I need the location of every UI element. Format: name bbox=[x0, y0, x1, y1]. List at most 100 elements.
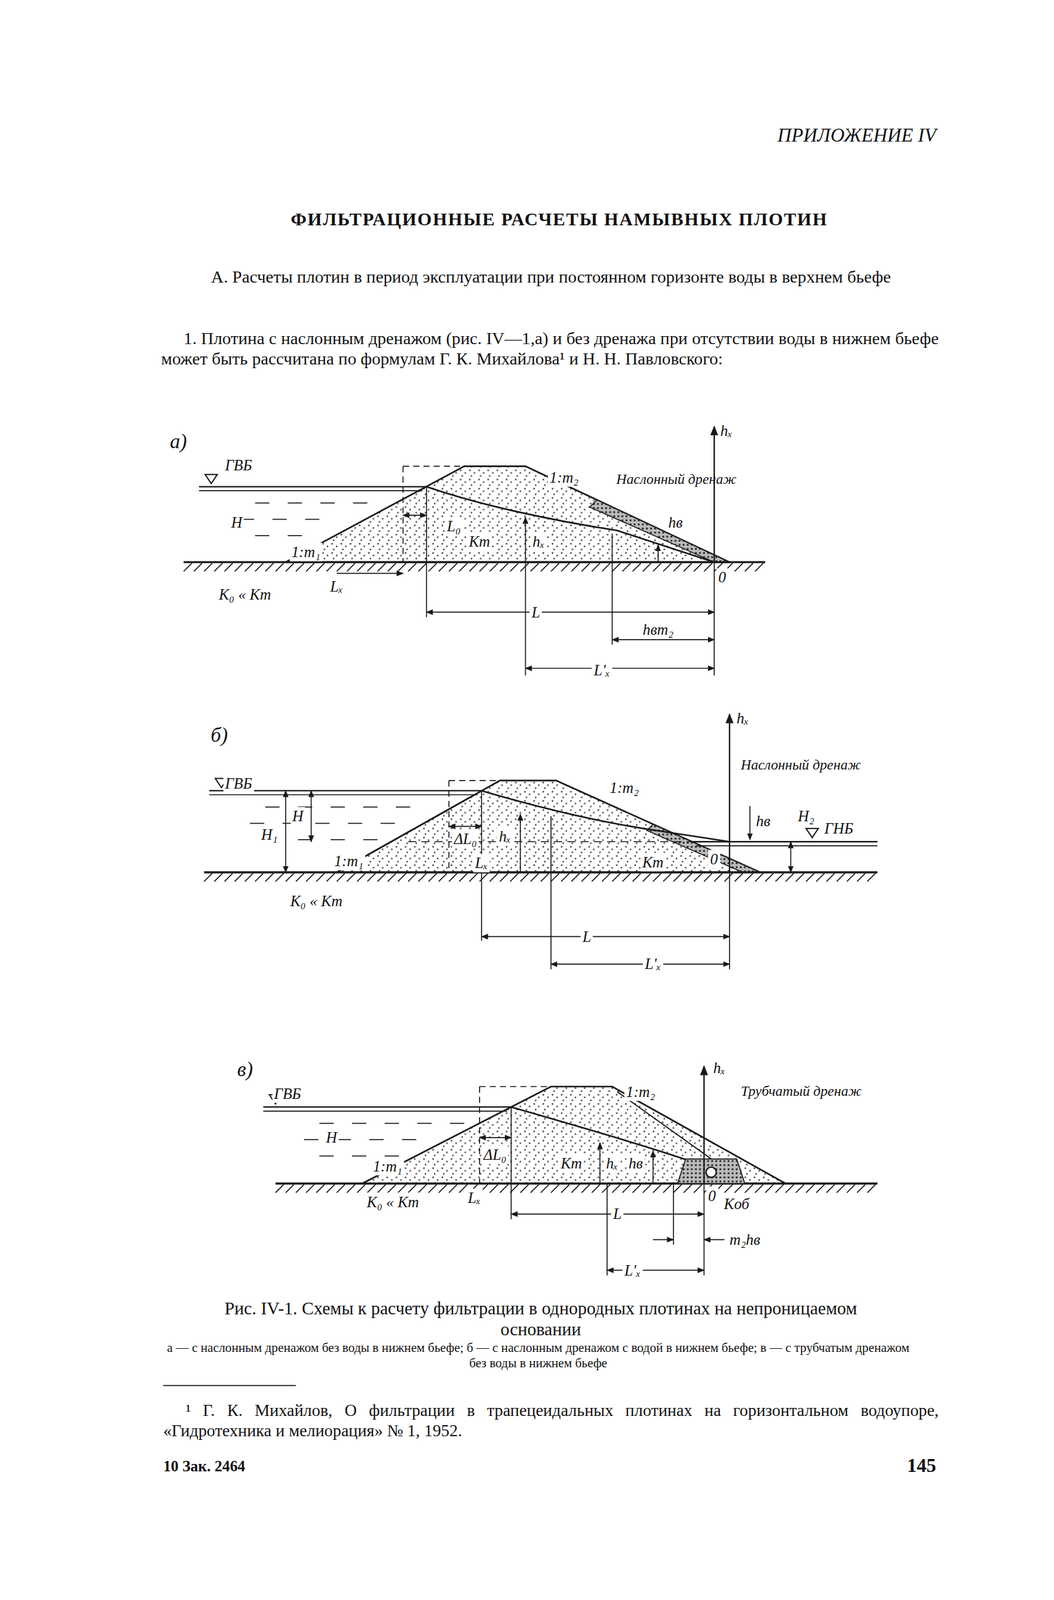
ground-hatch bbox=[448, 873, 457, 882]
diagram-label: ГВБ bbox=[222, 774, 255, 793]
dimension-line bbox=[481, 936, 730, 938]
ground-hatch bbox=[397, 1184, 406, 1193]
paragraph: 1. Плотина с наслонным дренажом (рис. IV… bbox=[161, 328, 939, 371]
ground-hatch bbox=[561, 873, 570, 882]
diagram-label: Трубчатый дренаж bbox=[738, 1083, 837, 1101]
ground-hatch bbox=[805, 1184, 814, 1193]
extension-line bbox=[606, 1183, 608, 1276]
ground-hatch bbox=[653, 1184, 662, 1193]
diagram-label: 0 bbox=[706, 1186, 718, 1205]
dimension-line bbox=[607, 1270, 704, 1272]
ground-hatch bbox=[611, 1184, 620, 1193]
ground-hatch bbox=[438, 873, 447, 882]
water-level bbox=[198, 490, 423, 492]
tube-drain bbox=[677, 1159, 745, 1184]
ground-hatch bbox=[296, 1184, 305, 1193]
height-arrow bbox=[657, 544, 659, 563]
water-hatch bbox=[347, 823, 363, 825]
ground-hatch bbox=[856, 1184, 865, 1193]
ground-hatch bbox=[316, 1184, 325, 1193]
page-title: ФИЛЬТРАЦИОННЫЕ РАСЧЕТЫ НАМЫВНЫХ ПЛОТИН bbox=[290, 209, 828, 232]
drain-pipe bbox=[706, 1167, 717, 1178]
water-level bbox=[263, 1110, 508, 1112]
dam-body bbox=[336, 780, 761, 873]
diagram-label: hₓ bbox=[718, 421, 735, 440]
ground-hatch bbox=[520, 1184, 529, 1193]
ground-hatch bbox=[285, 873, 294, 882]
ground-hatch bbox=[245, 563, 254, 572]
ground-hatch bbox=[336, 563, 345, 572]
ground-hatch bbox=[214, 873, 223, 882]
ground-hatch bbox=[469, 873, 478, 882]
seepage-curve bbox=[426, 486, 715, 563]
ground-hatch bbox=[663, 1184, 672, 1193]
diagram-label: Lₓ bbox=[328, 577, 346, 596]
height-arrow bbox=[525, 517, 527, 563]
ground-hatch bbox=[336, 873, 345, 882]
ground-hatch bbox=[234, 873, 243, 882]
diagram-label: 1:m₂ bbox=[547, 468, 581, 487]
ground-hatch bbox=[367, 563, 376, 572]
ground-hatch bbox=[734, 873, 743, 882]
level-mark bbox=[805, 828, 819, 838]
ground-hatch bbox=[346, 563, 355, 572]
water-hatch bbox=[254, 502, 270, 504]
ground-hatch bbox=[490, 873, 499, 882]
ground-hatch bbox=[724, 873, 733, 882]
height-arrow bbox=[599, 1142, 601, 1184]
diagram-label: L'ₓ bbox=[622, 1260, 643, 1280]
water-hatch bbox=[272, 518, 287, 521]
diagram-label: 1:m₁ bbox=[370, 1156, 404, 1176]
diagram-label: ΔL₀ bbox=[451, 829, 479, 848]
ground-hatch bbox=[826, 1184, 835, 1193]
ground-hatch bbox=[428, 563, 437, 572]
ground-hatch bbox=[275, 1184, 284, 1193]
ground-hatch bbox=[387, 1184, 396, 1193]
ground-hatch bbox=[602, 1184, 611, 1193]
ground-hatch bbox=[387, 563, 396, 572]
extension-line bbox=[510, 1106, 512, 1219]
ground-hatch bbox=[265, 563, 274, 572]
ground-hatch bbox=[847, 873, 856, 882]
ground-hatch bbox=[224, 563, 233, 572]
ground-hatch bbox=[622, 873, 631, 882]
ground-hatch bbox=[296, 563, 305, 572]
diagram-label: m₂hв bbox=[727, 1230, 763, 1250]
ground-hatch bbox=[602, 563, 611, 572]
ground-hatch bbox=[683, 873, 692, 882]
ground-hatch bbox=[275, 563, 284, 572]
equivalent-line bbox=[448, 780, 500, 782]
ground-hatch bbox=[571, 873, 580, 882]
ground-hatch bbox=[520, 563, 529, 572]
ground-hatch bbox=[765, 1184, 774, 1193]
diagram-label: Kоб bbox=[722, 1194, 752, 1214]
ground-hatch bbox=[754, 1184, 763, 1193]
water-hatch bbox=[287, 502, 302, 504]
ground-hatch bbox=[611, 873, 620, 882]
ground-hatch bbox=[377, 873, 386, 882]
water-hatch bbox=[417, 1122, 432, 1125]
ground-hatch bbox=[367, 1184, 376, 1193]
ground-hatch bbox=[510, 563, 519, 572]
dimension-line bbox=[336, 573, 404, 575]
ground-hatch bbox=[561, 1184, 570, 1193]
ground-hatch bbox=[305, 563, 314, 572]
tailwater-level bbox=[695, 845, 878, 847]
ground-hatch bbox=[653, 563, 662, 572]
water-hatch bbox=[315, 823, 330, 825]
ground-hatch bbox=[673, 1184, 682, 1193]
water-hatch bbox=[319, 1155, 334, 1157]
ground-hatch bbox=[816, 1184, 825, 1193]
dimension-line bbox=[704, 1239, 725, 1241]
diagram-label: hв bbox=[666, 513, 685, 532]
diagram-label: 1:m₂ bbox=[623, 1082, 657, 1101]
ground-hatch bbox=[591, 563, 600, 572]
ground-hatch bbox=[510, 873, 519, 882]
ground-line bbox=[203, 871, 878, 873]
ground-hatch bbox=[663, 563, 672, 572]
ground-hatch bbox=[591, 1184, 600, 1193]
section-heading: А. Расчеты плотин в период эксплуатации … bbox=[183, 267, 918, 289]
diagram-label: Kт bbox=[640, 853, 666, 872]
ground-hatch bbox=[530, 1184, 539, 1193]
ground-hatch bbox=[785, 1184, 794, 1193]
